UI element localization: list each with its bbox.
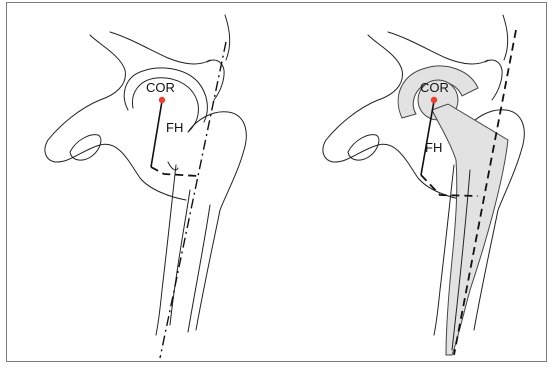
right-iliac-spine: [485, 60, 502, 100]
right-fh-label: FH: [425, 140, 442, 155]
left-neck-line: [151, 101, 162, 167]
left-pelvis-upper: [110, 32, 210, 64]
left-femur-medial: [156, 165, 176, 335]
left-pelvis-outline: [45, 35, 186, 200]
left-fh-label: FH: [166, 120, 183, 135]
right-ilium-edge: [503, 15, 508, 60]
left-panel-native-hip: COR FH: [45, 15, 246, 358]
left-cor-label: COR: [146, 80, 175, 95]
left-femur-lateral: [196, 210, 220, 330]
left-cor-point: [159, 97, 165, 103]
right-cor-point: [431, 97, 437, 103]
right-panel-prosthetic-hip: COR FH: [323, 15, 524, 355]
left-canal-inner: [170, 190, 190, 325]
right-pelvis-upper: [388, 32, 488, 64]
left-ilium-edge: [225, 15, 230, 60]
right-femoral-stem: [432, 104, 508, 355]
right-cor-label: COR: [420, 80, 449, 95]
left-lesser-trochanter: [168, 162, 178, 170]
left-greater-trochanter: [188, 112, 246, 210]
